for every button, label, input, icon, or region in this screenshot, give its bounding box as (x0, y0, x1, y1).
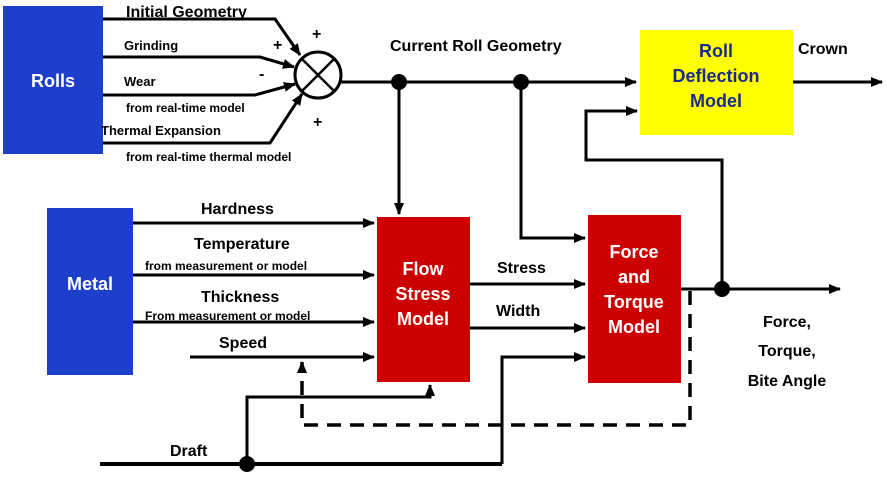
thickness-label: Thickness (201, 289, 279, 306)
crown-label: Crown (798, 41, 848, 58)
stress-label: Stress (497, 260, 546, 277)
hardness-label: Hardness (201, 201, 274, 218)
force-torque-label-1: Force (609, 242, 658, 262)
junction-dot-draft (239, 456, 255, 472)
flow-stress-label-1: Flow (403, 259, 445, 279)
width-label: Width (496, 303, 540, 320)
rolls-label: Rolls (31, 71, 75, 91)
thermal-expansion-label: Thermal Expansion (101, 123, 221, 138)
force-torque-label-4: Model (608, 317, 660, 337)
roll-deflection-label-2: Deflection (672, 66, 759, 86)
force-torque-model-block (588, 215, 681, 383)
dashed-speed-feedback (297, 291, 692, 427)
rolls-block (3, 6, 103, 154)
roll-deflection-label-3: Model (690, 91, 742, 111)
temperature-note: from measurement or model (145, 259, 307, 273)
sign-grinding: + (273, 37, 282, 54)
current-roll-geometry-label: Current Roll Geometry (390, 38, 562, 55)
sign-thermal: + (313, 114, 322, 131)
flow-stress-model-block (377, 217, 470, 382)
output-label-force: Force, (763, 314, 811, 331)
draft-to-flow-stress (245, 384, 435, 464)
flow-stress-label-2: Stress (395, 284, 450, 304)
thermal-expansion-arrow (103, 93, 304, 145)
wear-note: from real-time model (126, 101, 245, 115)
speed-label: Speed (219, 335, 267, 352)
force-torque-label-3: Torque (604, 292, 664, 312)
thickness-note: From measurement or model (145, 309, 310, 323)
output-label-torque: Torque, (758, 343, 815, 360)
thermal-note: from real-time thermal model (126, 150, 291, 164)
temperature-label: Temperature (194, 236, 290, 253)
initial-geometry-arrow (103, 17, 302, 56)
wear-arrow (103, 82, 296, 97)
wear-label: Wear (124, 74, 156, 89)
draft-label: Draft (170, 443, 208, 460)
force-torque-label-2: and (618, 267, 650, 287)
feedback-to-roll-deflection (584, 106, 724, 289)
grinding-arrow (103, 55, 295, 69)
sign-wear: - (259, 66, 264, 83)
output-label-bite-angle: Bite Angle (748, 373, 827, 390)
roll-geometry-to-force-torque (519, 82, 586, 243)
flow-stress-label-3: Model (397, 309, 449, 329)
sign-initial-geometry: + (312, 26, 321, 43)
grinding-label: Grinding (124, 38, 178, 53)
roll-deflection-model-block (640, 30, 793, 135)
metal-label: Metal (67, 274, 113, 294)
summing-junction-cross-2 (301, 58, 335, 92)
metal-block (47, 208, 133, 375)
roll-deflection-label-1: Roll (699, 41, 733, 61)
draft-to-force-torque (500, 352, 586, 464)
initial-geometry-label: Initial Geometry (126, 4, 247, 21)
